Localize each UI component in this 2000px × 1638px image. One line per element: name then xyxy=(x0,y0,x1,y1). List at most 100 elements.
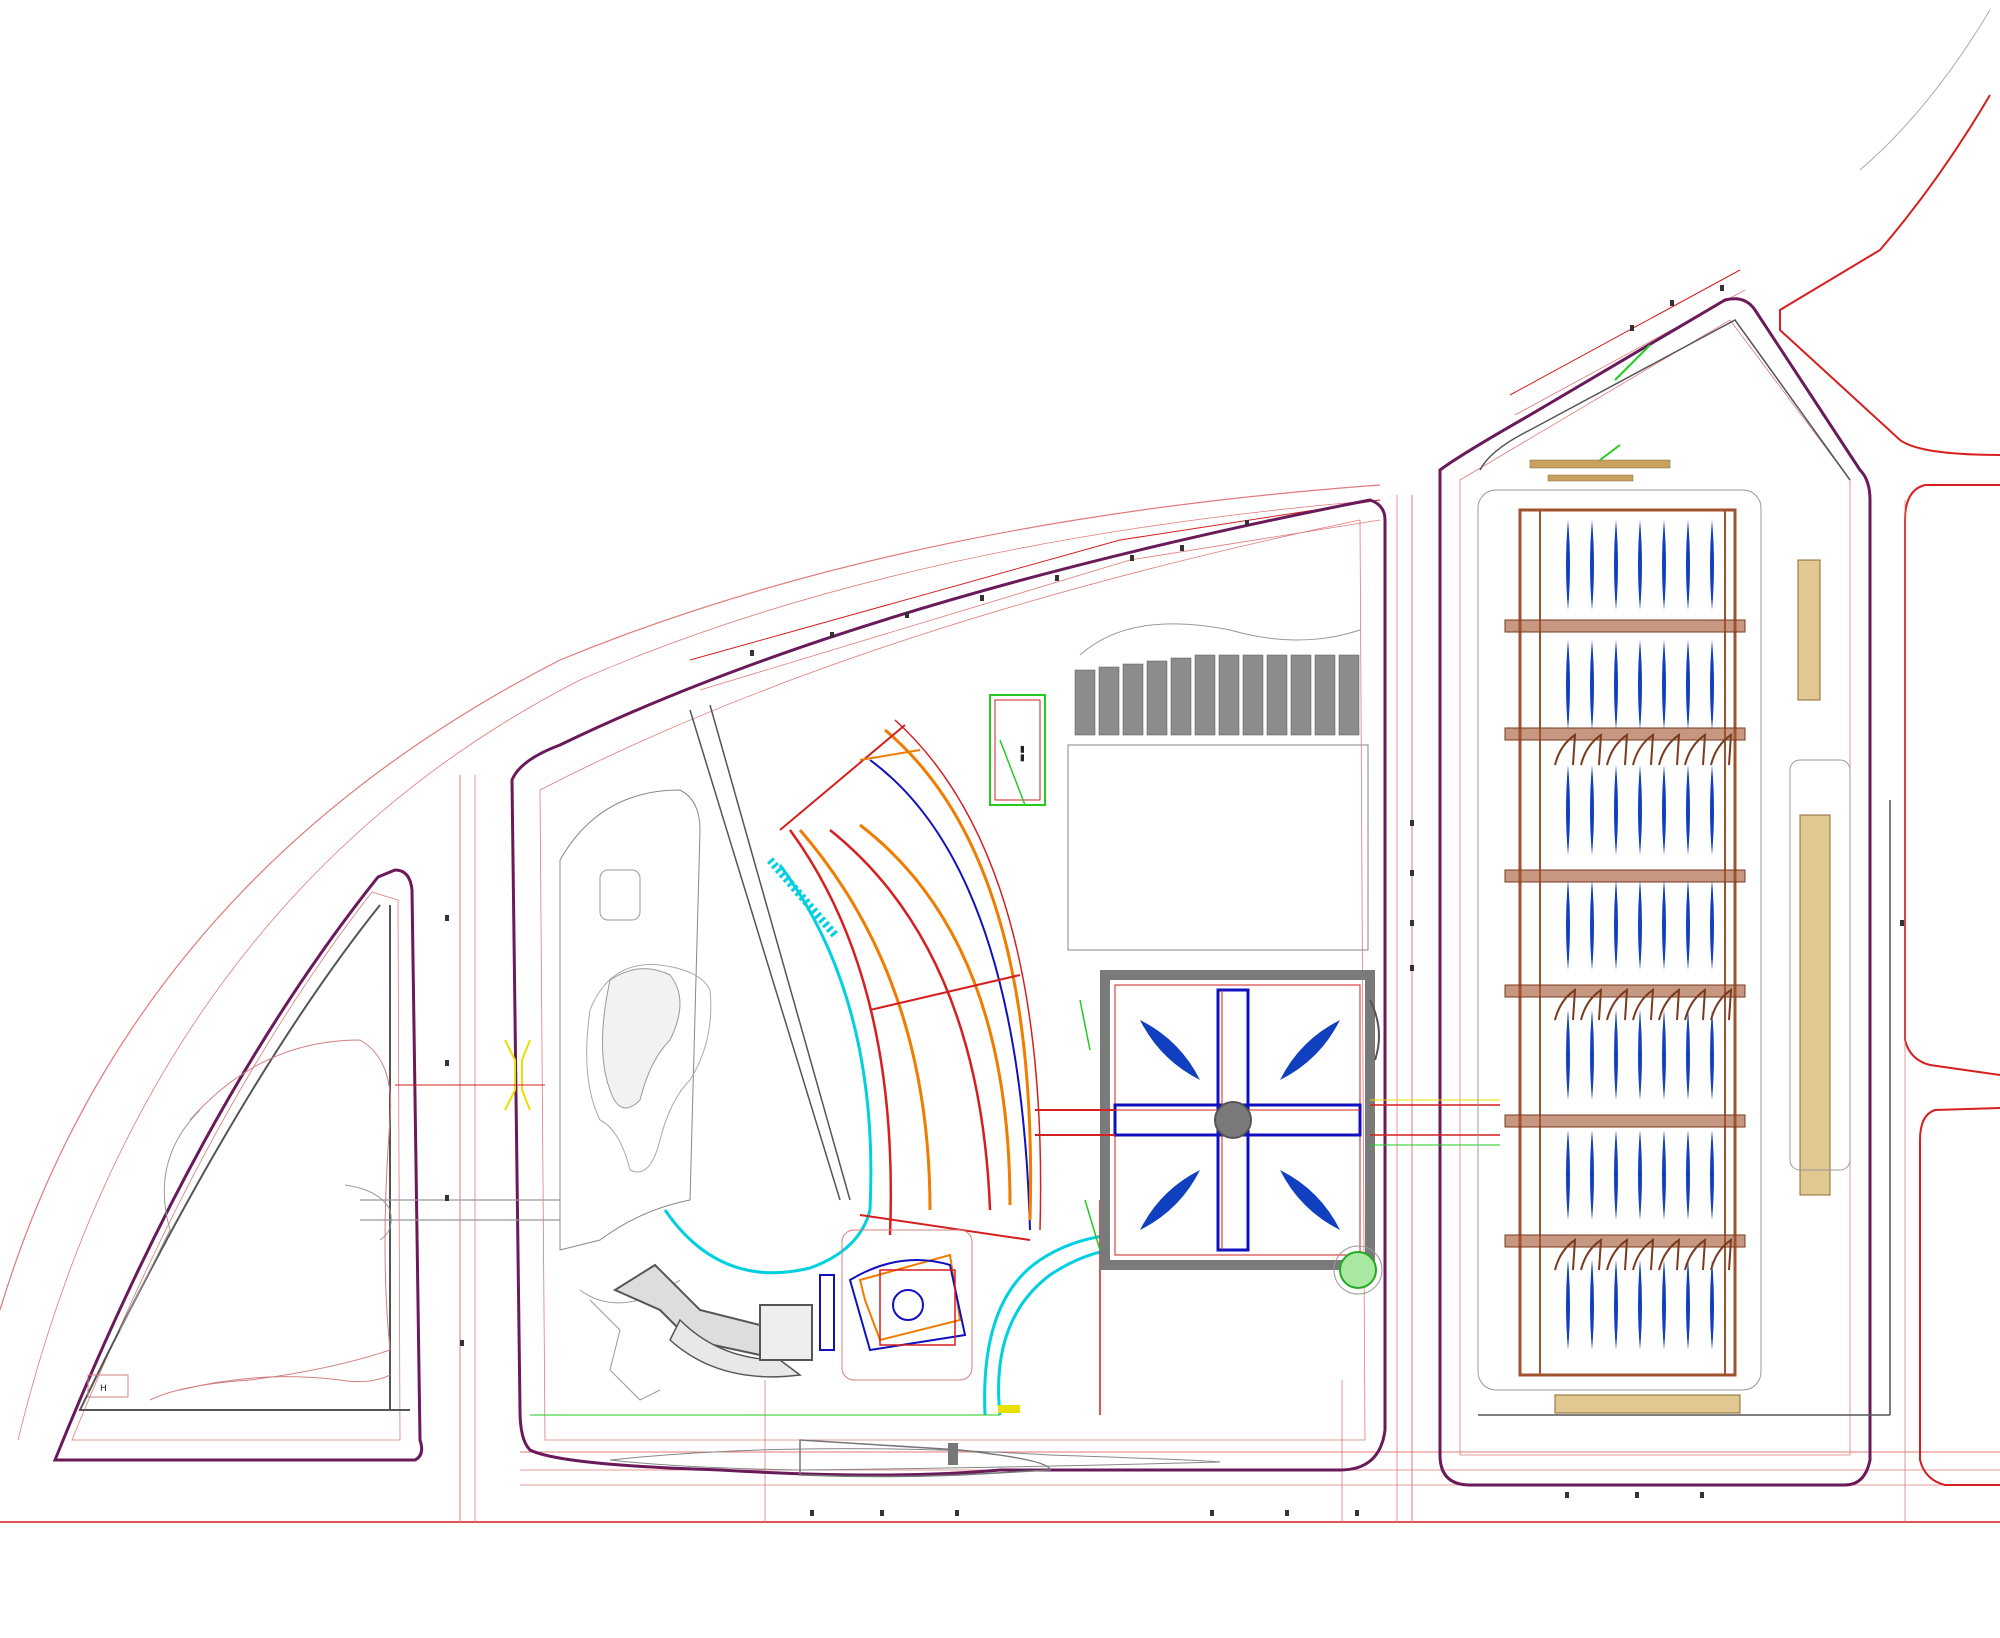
building-leaf-shape xyxy=(1662,640,1666,730)
square-east-blob xyxy=(1369,999,1380,1061)
left-park: H xyxy=(78,904,560,1411)
parking-row xyxy=(1170,657,1192,736)
building-leaf-shape xyxy=(1662,880,1666,970)
building-leaf-shape xyxy=(1566,765,1570,855)
road-label-marker xyxy=(905,612,909,618)
garden-structure xyxy=(599,869,641,921)
road-network xyxy=(0,9,2000,1523)
arc-orange-2 xyxy=(859,823,1012,1206)
parking-row xyxy=(1218,654,1240,736)
parking-row xyxy=(1098,666,1120,736)
building-leaf-shape xyxy=(1686,520,1690,610)
pavilion-outline-orange xyxy=(858,1253,962,1342)
parking-strip-top-2 xyxy=(1547,474,1634,482)
stair-chevron xyxy=(1684,733,1707,766)
building-band xyxy=(1504,1114,1746,1128)
right-building-frame xyxy=(1518,508,1737,1377)
parcel-center-inner xyxy=(539,519,1366,1441)
building-leaf-shape xyxy=(1710,1130,1714,1220)
arc-orange-3 xyxy=(884,728,1033,1221)
parcel-center-boundary xyxy=(510,498,1387,1477)
road-label-marker xyxy=(1055,575,1059,581)
stair-chevron xyxy=(1606,733,1629,766)
building-leaf-shape xyxy=(1566,1010,1570,1100)
road-label-marker xyxy=(810,1510,814,1516)
building-leaf-shape xyxy=(1686,1260,1690,1350)
parking-row xyxy=(1146,660,1168,736)
right-chevrons xyxy=(1554,733,1733,1271)
road-label-marker xyxy=(1635,1492,1639,1498)
building-leaf-shape xyxy=(1686,880,1690,970)
road-label-marker xyxy=(445,1060,449,1066)
tree-circle-icon xyxy=(1339,1251,1377,1289)
road-label-marker xyxy=(880,1510,884,1516)
building-leaf-shape xyxy=(1638,880,1642,970)
building-leaf-shape xyxy=(1662,1260,1666,1350)
parcel-boundaries xyxy=(52,297,1872,1487)
building-leaf-shape xyxy=(1566,880,1570,970)
stair-chevron xyxy=(1554,1238,1577,1271)
island-spindle xyxy=(609,1448,1221,1471)
pavilion xyxy=(819,1229,973,1381)
building-leaf-shape xyxy=(1590,880,1594,970)
right-leaves xyxy=(1566,520,1714,1350)
plaza-north xyxy=(1067,744,1369,951)
road-label-marker xyxy=(830,632,834,638)
building-leaf-shape xyxy=(1590,520,1594,610)
building-leaf-shape xyxy=(1710,1260,1714,1350)
road-label-marker xyxy=(445,915,449,921)
building-leaf-shape xyxy=(1710,640,1714,730)
ne-red-road xyxy=(1779,94,2000,456)
arc-cyan-outer xyxy=(778,864,873,1211)
stair-chevron xyxy=(1632,733,1655,766)
road-label-marker xyxy=(1355,1510,1359,1516)
helipad-letter: H xyxy=(100,1384,107,1394)
arc-red-1 xyxy=(788,829,893,1236)
building-leaf-shape xyxy=(1710,880,1714,970)
diagonal-road-top xyxy=(689,499,1381,661)
arc-red-2 xyxy=(829,829,992,1211)
building-leaf-shape xyxy=(1614,520,1618,610)
park-curved-paths xyxy=(149,1039,392,1401)
parking-north xyxy=(1074,654,1360,736)
parcel-left-inner xyxy=(71,891,401,1441)
building-leaf-shape xyxy=(1590,1130,1594,1220)
building-leaf-shape xyxy=(1638,640,1642,730)
road-label-marker xyxy=(445,1195,449,1201)
vehicle-cab xyxy=(948,1443,958,1465)
parking-row xyxy=(1194,654,1216,736)
road-label-marker xyxy=(1285,1510,1289,1516)
stair-chevron xyxy=(1710,733,1733,766)
pavilion-circle xyxy=(892,1289,924,1321)
amphitheater xyxy=(663,704,1042,1275)
parking-row xyxy=(1290,654,1312,736)
east-red-road xyxy=(1904,484,2000,1076)
building-leaf-shape xyxy=(1686,1130,1690,1220)
road-label-marker xyxy=(460,1340,464,1346)
arc-blue-1 xyxy=(869,759,1031,1231)
road-label-marker xyxy=(1410,965,1414,971)
building-leaf-shape xyxy=(1638,1130,1642,1220)
building-leaf-shape xyxy=(1638,765,1642,855)
building-leaf-shape xyxy=(1638,1010,1642,1100)
pavilion-frame xyxy=(841,1229,973,1381)
arc-orange-1 xyxy=(798,829,932,1211)
building-cluster xyxy=(589,1299,661,1401)
right-complex xyxy=(1477,319,1891,1416)
parking-row xyxy=(1266,654,1288,736)
road-label-marker xyxy=(1210,1510,1214,1516)
building-leaf-shape xyxy=(1662,1130,1666,1220)
building-leaf-shape xyxy=(1662,765,1666,855)
parking-strip-bottom xyxy=(1554,1394,1741,1414)
green-frame-red xyxy=(994,699,1041,801)
building-curve-wing xyxy=(669,1318,802,1378)
ne-grey-curve xyxy=(1859,9,1991,171)
building-band xyxy=(1504,727,1746,741)
parcel-left-boundary xyxy=(52,868,424,1462)
pavilion-blue-stair xyxy=(819,1274,835,1351)
arc-cyan-bowl xyxy=(663,1209,872,1275)
parking-strip-east-2 xyxy=(1799,814,1831,1196)
building-leaf-shape xyxy=(1686,1010,1690,1100)
stair-chevron xyxy=(1554,733,1577,766)
arc-straight-grey xyxy=(689,709,841,1201)
